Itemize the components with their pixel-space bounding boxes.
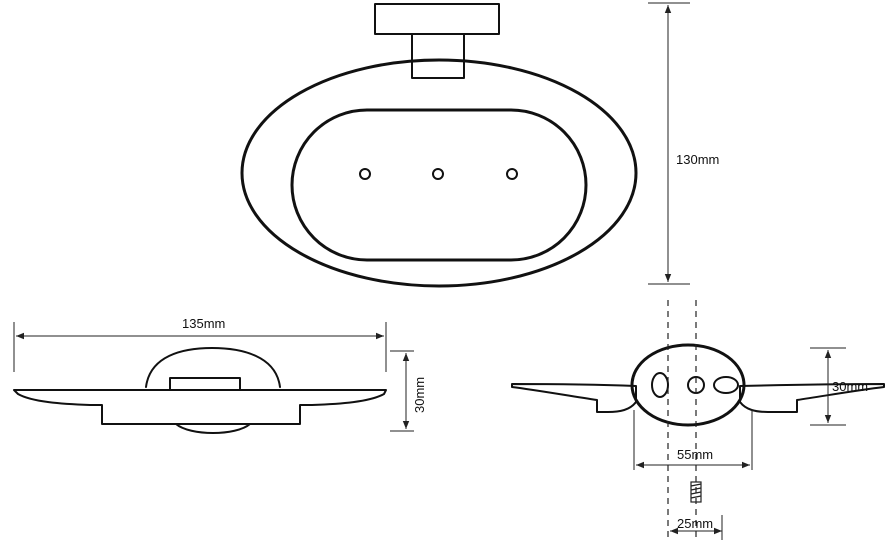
side-slot-right xyxy=(713,376,739,394)
height-label-front: 30mm xyxy=(412,377,427,413)
wall-mount-plate xyxy=(374,3,500,35)
front-view: 135mm 30mm xyxy=(13,316,427,434)
side-oval-plate xyxy=(630,343,746,427)
height-label-top: 130mm xyxy=(676,152,719,167)
drain-hole-center xyxy=(432,168,444,180)
tray-profile xyxy=(13,389,387,425)
width-label-front: 135mm xyxy=(182,316,225,331)
outer-ring xyxy=(240,58,638,288)
height-label-side: 30mm xyxy=(832,379,868,394)
side-view: 30mm 55mm 25mm xyxy=(511,300,885,540)
fastener-label: 25mm xyxy=(677,516,713,531)
inner-dish xyxy=(290,108,588,262)
side-slot-left xyxy=(651,372,669,398)
drain-hole-left xyxy=(359,168,371,180)
side-tray-profile xyxy=(511,383,637,413)
dome-bottom xyxy=(175,423,251,434)
side-tray-right xyxy=(739,383,885,413)
span-label-side: 55mm xyxy=(677,447,713,462)
mount-arm xyxy=(411,33,465,79)
front-bracket xyxy=(169,377,241,391)
dome-top xyxy=(145,347,281,388)
drain-hole-right xyxy=(506,168,518,180)
screw-icon xyxy=(690,481,702,503)
top-view: 130mm xyxy=(240,2,719,288)
